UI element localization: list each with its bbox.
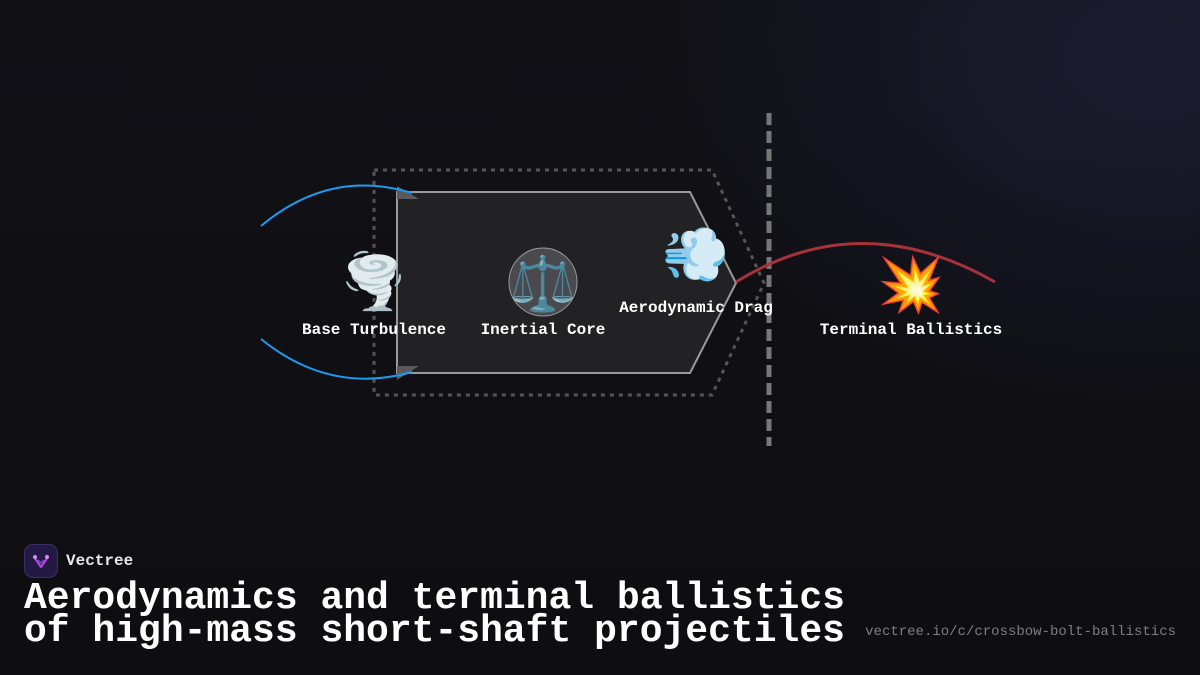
turbulence-arc-top (260, 184, 413, 227)
balance-scale-icon: ⚖️ (509, 252, 576, 315)
tornado-icon: 🌪️ (340, 249, 407, 314)
node-label-terminal-ballistics: Terminal Ballistics (820, 321, 1002, 339)
page-title-line-2: of high-mass short-shaft projectiles (24, 610, 845, 653)
impact-arc (735, 242, 996, 284)
page-title-line-1: Aerodynamics and terminal ballistics (24, 577, 845, 620)
impact-burst-icon: 💥 (877, 253, 944, 317)
wind-gust-icon: 💨 (662, 223, 729, 286)
dotted-envelope (372, 168, 766, 397)
source-url: vectree.io/c/crossbow-bolt-ballistics (865, 624, 1176, 640)
brand: Vectree (24, 544, 133, 578)
node-label-base-turbulence: Base Turbulence (302, 321, 446, 339)
inertial-core-circle (508, 247, 578, 317)
brand-name: Vectree (66, 552, 134, 570)
node-label-aerodynamic-drag: Aerodynamic Drag (619, 299, 773, 317)
turbulence-arc-bottom (260, 338, 413, 380)
node-label-inertial-core: Inertial Core (481, 321, 606, 339)
vectree-logo-icon (24, 544, 58, 578)
page-title: Aerodynamics and terminal ballistics of … (24, 577, 845, 653)
